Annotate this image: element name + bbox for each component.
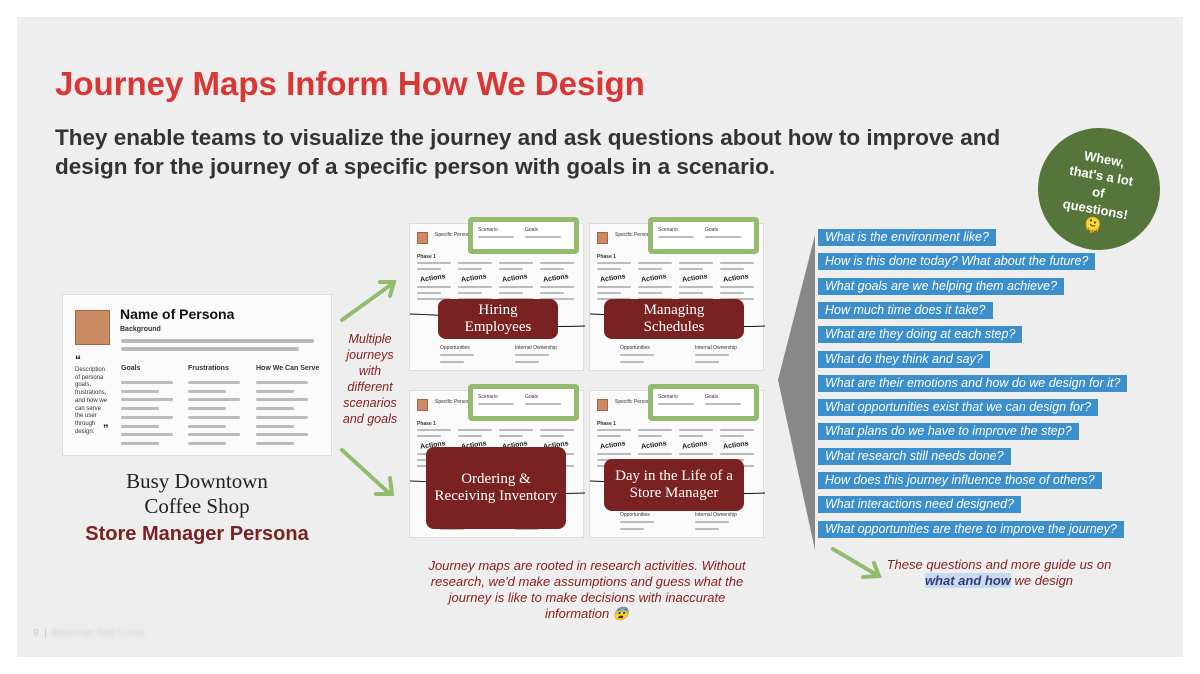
map-person: Specific Person <box>615 399 650 405</box>
journey-label: Ordering & Receiving Inventory <box>426 447 566 529</box>
journey-map-thumbnail: Specific Person Scenario Goals Phase 1 A… <box>589 217 765 371</box>
close-quote-icon: ” <box>103 423 109 435</box>
question-item: What interactions need designed? <box>818 496 1022 514</box>
map-actions: Actions <box>681 440 709 451</box>
open-quote-icon: “ <box>75 353 81 367</box>
persona-name: Name of Persona <box>120 306 235 322</box>
page-title: Journey Maps Inform How We Design <box>55 65 645 102</box>
question-item: What are they doing at each step? <box>818 326 1023 344</box>
research-note: Journey maps are rooted in research acti… <box>428 558 746 621</box>
map-opportunities: Opportunities <box>440 345 470 351</box>
map-phase: Phase 1 <box>597 254 616 260</box>
journey-map-thumbnail: Specific Person Scenario Goals Phase 1 A… <box>409 217 585 371</box>
journey-label: Day in the Life of a Store Manager <box>604 459 744 511</box>
mini-avatar <box>417 232 428 244</box>
journey-map-thumbnail: Specific Person Scenario Goals Phase 1 A… <box>589 384 765 538</box>
map-actions: Actions <box>501 273 529 284</box>
question-item: How is this done today? What about the f… <box>818 253 1096 271</box>
arrow-guide-icon <box>831 547 882 579</box>
arrow-up-icon <box>340 282 394 322</box>
map-goals: Goals <box>525 227 539 233</box>
persona-background-label: Background <box>120 326 161 333</box>
map-actions: Actions <box>681 273 709 284</box>
map-ownership: Internal Ownership <box>695 512 737 518</box>
map-actions: Actions <box>460 273 488 284</box>
whew-badge: Whew, that's a lot of questions! 🫠 <box>1028 118 1170 260</box>
guide-text: we design <box>1010 573 1074 588</box>
arrows <box>340 280 397 496</box>
footer: 9 | American Red Cross <box>33 628 144 639</box>
map-scenario: Scenario <box>658 227 678 233</box>
map-ownership: Internal Ownership <box>515 345 557 351</box>
map-goals: Goals <box>525 394 539 400</box>
bracket-wedge <box>778 235 815 550</box>
map-actions: Actions <box>722 273 750 284</box>
persona-caption: Busy Downtown Coffee Shop <box>62 469 332 519</box>
map-person: Specific Person <box>435 232 470 238</box>
goals-header: Goals <box>121 365 141 372</box>
persona-card: Name of Persona Background “ Description… <box>62 294 332 456</box>
persona-avatar <box>75 310 110 345</box>
journey-map-thumbnail: Specific Person Scenario Goals Phase 1 A… <box>409 384 585 538</box>
question-item: What research still needs done? <box>818 447 1011 465</box>
map-opportunities: Opportunities <box>620 345 650 351</box>
map-scenario: Scenario <box>478 394 498 400</box>
map-phase: Phase 1 <box>417 421 436 427</box>
serve-header: How We Can Serve <box>256 365 320 372</box>
mini-avatar <box>597 399 608 411</box>
persona-title: Store Manager Persona <box>85 523 309 545</box>
map-phase: Phase 1 <box>597 421 616 427</box>
map-actions: Actions <box>599 273 627 284</box>
map-person: Specific Person <box>615 232 650 238</box>
question-item: What do they think and say? <box>818 350 990 368</box>
guide-text: These questions and more guide us on <box>886 557 1112 572</box>
map-actions: Actions <box>599 440 627 451</box>
map-actions: Actions <box>542 273 570 284</box>
footer-org: American Red Cross <box>51 628 144 639</box>
mini-avatar <box>417 399 428 411</box>
question-item: What opportunities exist that we can des… <box>818 399 1099 417</box>
map-actions: Actions <box>640 273 668 284</box>
question-item: What are their emotions and how do we de… <box>818 374 1128 392</box>
question-item: What goals are we helping them achieve? <box>818 277 1065 295</box>
question-item: What is the environment like? <box>818 229 996 246</box>
subtitle: They enable teams to visualize the journ… <box>55 125 1001 179</box>
caption-line: Coffee Shop <box>144 494 250 518</box>
journey-label: Managing Schedules <box>604 299 744 339</box>
slide: Journey Maps Inform How We Design They e… <box>17 17 1183 657</box>
multiple-journeys-note: Multiple journeys with different scenari… <box>342 332 398 426</box>
map-phase: Phase 1 <box>417 254 436 260</box>
mini-avatar <box>597 232 608 244</box>
scenario-goals-highlight: Scenario Goals <box>468 217 579 254</box>
question-item: How much time does it take? <box>818 301 993 319</box>
map-goals: Goals <box>705 227 719 233</box>
map-goals: Goals <box>705 394 719 400</box>
arrow-down-icon <box>340 448 392 496</box>
frustrations-header: Frustrations <box>188 365 229 372</box>
scenario-goals-highlight: Scenario Goals <box>648 384 759 421</box>
journey-label: Hiring Employees <box>438 299 558 339</box>
map-ownership: Internal Ownership <box>695 345 737 351</box>
question-item: What opportunities are there to improve … <box>818 520 1124 538</box>
question-item: How does this journey influence those of… <box>818 472 1102 489</box>
map-scenario: Scenario <box>658 394 678 400</box>
scenario-goals-highlight: Scenario Goals <box>648 217 759 254</box>
map-opportunities: Opportunities <box>620 512 650 518</box>
map-actions: Actions <box>419 273 447 284</box>
map-person: Specific Person <box>435 399 470 405</box>
page-number: 9 <box>33 628 39 639</box>
guide-highlight: what and how <box>924 573 1011 588</box>
map-scenario: Scenario <box>478 227 498 233</box>
question-item: What plans do we have to improve the ste… <box>818 423 1079 441</box>
persona-quote: Description of persona goals, frustratio… <box>75 367 108 435</box>
scenario-goals-highlight: Scenario Goals <box>468 384 579 421</box>
caption-line: Busy Downtown <box>126 469 268 493</box>
map-actions: Actions <box>640 440 668 451</box>
guide-note: These questions and more guide us on wha… <box>879 557 1119 589</box>
map-actions: Actions <box>722 440 750 451</box>
